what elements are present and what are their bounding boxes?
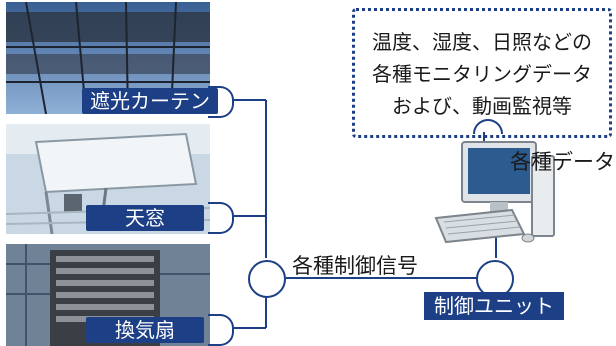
computer-data-label: 各種データ — [510, 150, 615, 174]
skylight-connector — [208, 202, 234, 234]
computer-icon — [434, 141, 555, 244]
ventilation-fan-connector — [208, 314, 234, 346]
shade-curtain-photo — [6, 2, 210, 114]
control-unit-label: 制御ユニット — [424, 292, 564, 320]
skylight-label: 天窓 — [86, 205, 204, 231]
junction-circle-left — [248, 260, 286, 298]
shade-curtain-connector — [208, 86, 234, 118]
info-line-2: 各種モニタリングデータ — [372, 62, 592, 86]
info-line-1: 温度、湿度、日照などの — [372, 30, 592, 54]
shade-curtain-label: 遮光カーテン — [82, 88, 218, 114]
info-line-3: および、動画監視等 — [392, 94, 572, 118]
monitoring-info-box — [352, 8, 612, 138]
ventilation-fan-label: 換気扇 — [86, 317, 204, 343]
junction-arc-top — [473, 119, 503, 135]
control-signal-label: 各種制御信号 — [292, 254, 418, 278]
